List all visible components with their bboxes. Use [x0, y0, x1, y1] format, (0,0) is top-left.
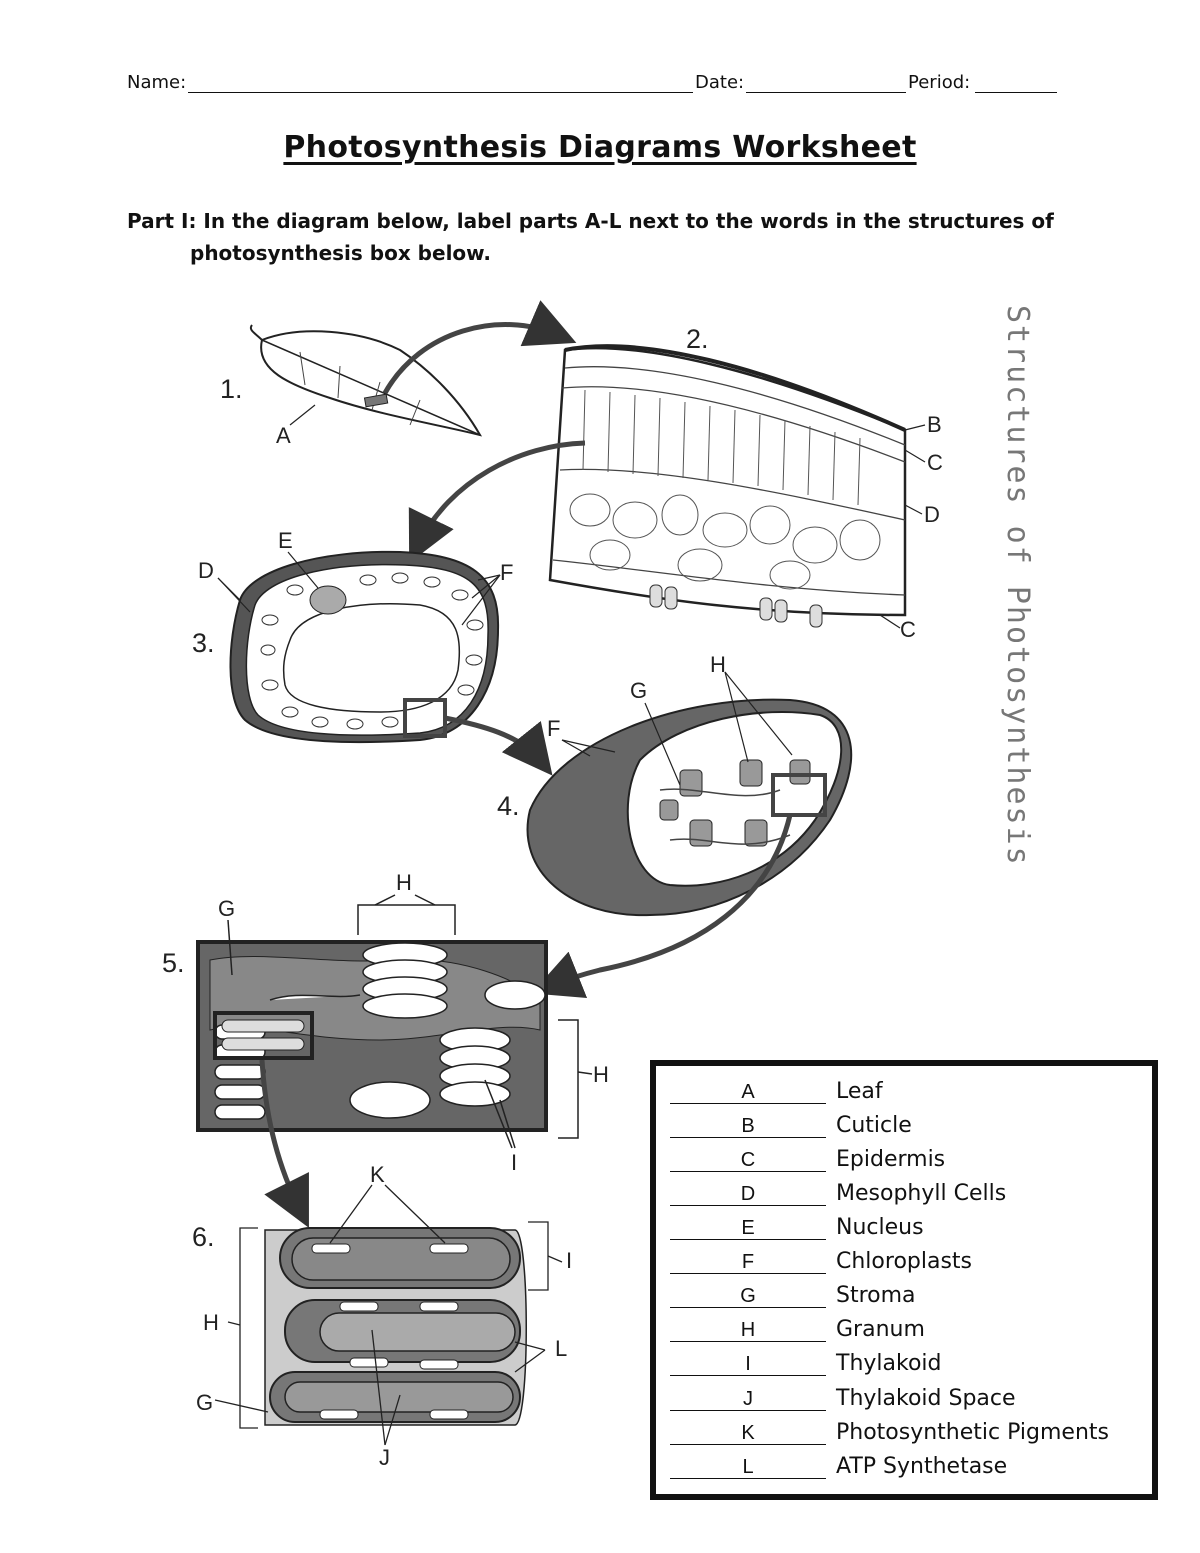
name-blank[interactable] — [188, 92, 693, 93]
answer-row: L ATP Synthetase — [670, 1452, 1150, 1482]
label-d6-g: G — [196, 1390, 213, 1415]
structures-answer-box — [650, 1060, 1158, 1500]
term-label: Thylakoid Space — [836, 1386, 1016, 1411]
leaf-cross-section — [548, 344, 926, 629]
answer-blank[interactable]: D — [670, 1179, 826, 1206]
answer-row: D Mesophyll Cells — [670, 1179, 1150, 1209]
period-label: Period: — [908, 72, 971, 93]
answer-row: F Chloroplasts — [670, 1247, 1150, 1277]
term-label: Photosynthetic Pigments — [836, 1420, 1109, 1445]
date-label: Date: — [695, 72, 745, 93]
label-d2-d: D — [924, 502, 940, 527]
answer-row: I Thylakoid — [670, 1349, 1150, 1379]
instructions: Part I: In the diagram below, label part… — [127, 205, 1087, 269]
term-label: Cuticle — [836, 1113, 912, 1138]
term-label: Chloroplasts — [836, 1249, 973, 1274]
diagram-number-3: 3. — [192, 628, 215, 658]
answer-row: H Granum — [670, 1315, 1150, 1345]
granum-closeup — [196, 894, 593, 1149]
label-d5-i: I — [511, 1150, 517, 1175]
arrow-1-to-2 — [382, 300, 577, 395]
answer-row: C Epidermis — [670, 1145, 1150, 1175]
answer-blank[interactable]: G — [670, 1281, 826, 1308]
diagram-number-5: 5. — [162, 948, 185, 978]
label-d4-h: H — [710, 652, 726, 677]
label-d1-a: A — [276, 423, 291, 448]
answer-blank[interactable]: H — [670, 1315, 826, 1342]
label-d4-f: F — [547, 716, 560, 741]
answer-row: A Leaf — [670, 1077, 1150, 1107]
term-label: Nucleus — [836, 1215, 924, 1240]
thylakoid-closeup — [214, 1184, 563, 1446]
term-label: Thylakoid — [836, 1351, 942, 1376]
answer-blank[interactable]: J — [670, 1384, 826, 1411]
answer-blank[interactable]: C — [670, 1145, 826, 1172]
label-d5-h-top: H — [396, 870, 412, 895]
answer-blank[interactable]: L — [670, 1452, 826, 1479]
label-d5-g: G — [218, 896, 235, 921]
diagram-number-4: 4. — [497, 791, 520, 821]
answer-blank[interactable]: I — [670, 1349, 826, 1376]
label-d3-f: F — [500, 560, 513, 585]
term-label: Epidermis — [836, 1147, 946, 1172]
label-d4-g: G — [630, 678, 647, 703]
answer-blank[interactable]: E — [670, 1213, 826, 1240]
arrow-5-to-6 — [259, 1059, 309, 1228]
arrow-3-to-4 — [444, 715, 553, 776]
answer-blank[interactable]: K — [670, 1418, 826, 1445]
diagram-number-2: 2. — [686, 324, 709, 354]
arrow-4-to-5 — [531, 814, 793, 999]
answer-blank[interactable]: F — [670, 1247, 826, 1274]
answer-row: B Cuticle — [670, 1111, 1150, 1141]
label-d2-c2: C — [900, 617, 916, 642]
instructions-line-1: Part I: In the diagram below, label part… — [127, 209, 1054, 233]
label-d6-i: I — [566, 1248, 572, 1273]
instructions-line-2: photosynthesis box below. — [190, 241, 491, 265]
answer-row: K Photosynthetic Pigments — [670, 1418, 1150, 1448]
diagram-number-1: 1. — [220, 374, 243, 404]
label-d6-l: L — [555, 1336, 567, 1361]
answer-row: E Nucleus — [670, 1213, 1150, 1243]
term-label: ATP Synthetase — [836, 1454, 1008, 1479]
name-label: Name: — [127, 72, 187, 93]
label-d3-e: E — [278, 528, 293, 553]
page-title: Photosynthesis Diagrams Worksheet — [283, 130, 917, 165]
answer-blank[interactable]: B — [670, 1111, 826, 1138]
label-d6-k: K — [370, 1162, 385, 1187]
date-blank[interactable] — [746, 92, 906, 93]
term-label: Stroma — [836, 1283, 916, 1308]
mesophyll-cell — [217, 550, 501, 744]
diagram-number-6: 6. — [192, 1222, 215, 1252]
chloroplast — [526, 671, 853, 917]
label-d5-h-right: H — [593, 1062, 609, 1087]
answer-blank[interactable]: A — [670, 1077, 826, 1104]
term-label: Granum — [836, 1317, 925, 1342]
label-d6-j: J — [379, 1445, 390, 1470]
leaf-illustration — [249, 324, 483, 437]
label-d2-b: B — [927, 412, 942, 437]
label-d6-h: H — [203, 1310, 219, 1335]
period-blank[interactable] — [975, 92, 1057, 93]
term-label: Leaf — [836, 1079, 883, 1104]
vertical-title: Structures of Photosynthesis — [1000, 305, 1035, 867]
answer-row: J Thylakoid Space — [670, 1384, 1150, 1414]
label-d2-c1: C — [927, 450, 943, 475]
term-label: Mesophyll Cells — [836, 1181, 1007, 1206]
answer-row: G Stroma — [670, 1281, 1150, 1311]
label-d3-d: D — [198, 558, 214, 583]
arrow-2-to-3 — [408, 440, 586, 563]
